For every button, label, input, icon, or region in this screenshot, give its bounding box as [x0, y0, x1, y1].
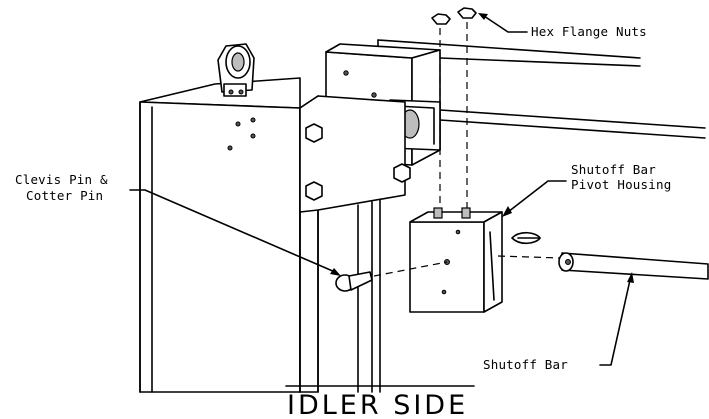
frame-rails: [377, 39, 706, 139]
pivot-housing-label-line2: Pivot Housing: [571, 177, 671, 192]
pivot-housing-label-line1: Shutoff Bar: [571, 162, 656, 177]
cotter-pin: [511, 231, 541, 245]
clevis-pin-label-line1: Clevis Pin &: [15, 172, 108, 187]
diagram-title: IDLER SIDE: [287, 390, 468, 419]
shutoff-bar-label: Shutoff Bar: [483, 357, 568, 372]
hex-flange-nuts-label: Hex Flange Nuts: [531, 24, 647, 39]
idler-post: [139, 77, 381, 393]
shutoff-bar: [497, 252, 709, 280]
hex-flange-nuts: [431, 7, 477, 212]
clevis-pin-label-line2: Cotter Pin: [26, 188, 103, 203]
idler-bracket: [299, 43, 441, 213]
top-bearing: [217, 43, 255, 97]
pivot-housing: [409, 207, 503, 313]
leader-lines: [129, 13, 634, 366]
clevis-pin: [335, 261, 448, 292]
